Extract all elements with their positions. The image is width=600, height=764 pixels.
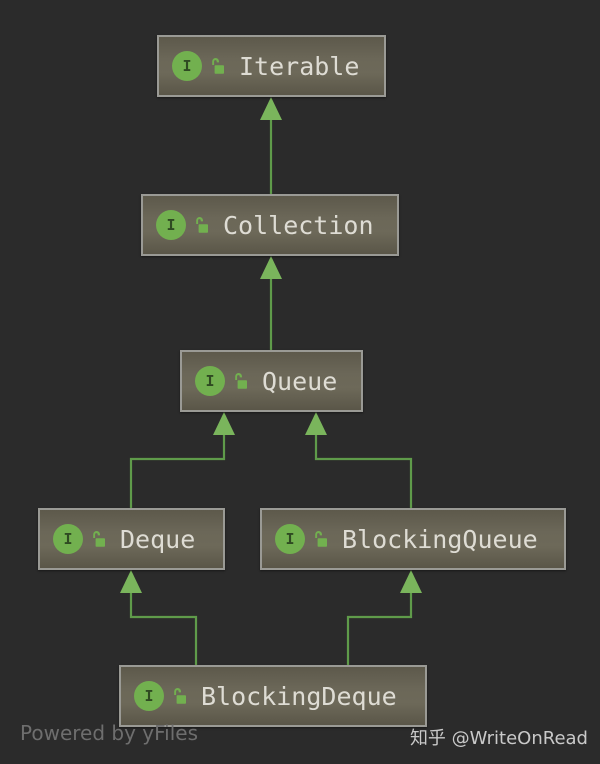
edge-blockingdeque-to-deque xyxy=(129,593,198,665)
unlocked-padlock-icon xyxy=(174,688,186,704)
unlocked-padlock-icon xyxy=(212,58,224,74)
arrowhead-deque xyxy=(120,570,142,593)
uml-node-iterable[interactable]: I Iterable xyxy=(157,35,386,97)
arrowhead-collection xyxy=(260,256,282,279)
interface-badge-letter: I xyxy=(285,529,295,548)
uml-node-label: Iterable xyxy=(239,51,360,81)
edge-blockingdeque-to-blockingqueue xyxy=(346,593,413,665)
unlocked-padlock-icon xyxy=(93,531,105,547)
arrowhead-queue-left xyxy=(213,412,235,435)
interface-badge-letter: I xyxy=(144,686,154,705)
uml-node-label: BlockingQueue xyxy=(342,524,538,554)
node-icon-group: I xyxy=(275,524,328,554)
interface-badge-icon: I xyxy=(156,210,186,240)
node-icon-group: I xyxy=(134,681,187,711)
uml-node-blockingdeque[interactable]: I BlockingDeque xyxy=(119,665,427,727)
uml-node-queue[interactable]: I Queue xyxy=(180,350,363,412)
interface-badge-icon: I xyxy=(172,51,202,81)
uml-node-label: Queue xyxy=(262,366,338,396)
interface-badge-letter: I xyxy=(63,529,73,548)
unlocked-padlock-icon xyxy=(315,531,327,547)
arrowhead-blockingqueue xyxy=(400,570,422,593)
uml-node-label: BlockingDeque xyxy=(201,681,397,711)
interface-badge-icon: I xyxy=(134,681,164,711)
zhihu-watermark: 知乎 @WriteOnRead xyxy=(409,728,588,749)
interface-badge-icon: I xyxy=(275,524,305,554)
interface-badge-icon: I xyxy=(53,524,83,554)
interface-badge-icon: I xyxy=(195,366,225,396)
edge-blockingqueue-to-queue xyxy=(314,435,413,508)
arrowhead-queue-right xyxy=(305,412,327,435)
uml-node-label: Collection xyxy=(223,210,374,240)
node-icon-group: I xyxy=(195,366,248,396)
uml-node-collection[interactable]: I Collection xyxy=(141,194,399,256)
edge-deque-to-queue xyxy=(129,435,226,508)
node-icon-group: I xyxy=(172,51,225,81)
uml-node-deque[interactable]: I Deque xyxy=(38,508,225,570)
unlocked-padlock-icon xyxy=(196,217,208,233)
interface-badge-letter: I xyxy=(166,215,176,234)
uml-node-label: Deque xyxy=(120,524,196,554)
node-icon-group: I xyxy=(156,210,209,240)
interface-badge-letter: I xyxy=(182,56,192,75)
yfiles-credit: Powered by yFiles xyxy=(20,721,198,745)
node-icon-group: I xyxy=(53,524,106,554)
interface-badge-letter: I xyxy=(205,371,215,390)
unlocked-padlock-icon xyxy=(235,373,247,389)
uml-node-blockingqueue[interactable]: I BlockingQueue xyxy=(260,508,566,570)
arrowhead-iterable xyxy=(260,97,282,120)
